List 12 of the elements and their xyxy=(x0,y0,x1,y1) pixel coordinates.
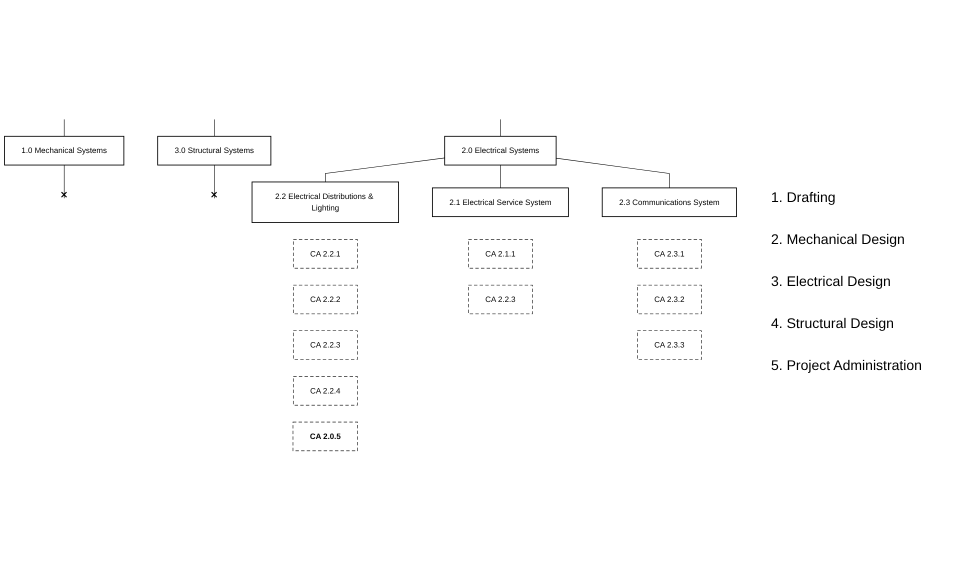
row-label: 3. Electrical Design xyxy=(771,273,892,289)
row-label: 1. Drafting xyxy=(771,189,837,205)
row-label: 4. Structural Design xyxy=(771,315,895,331)
connector-line xyxy=(214,118,215,136)
row-label: 2. Mechanical Design xyxy=(771,231,906,247)
connector-line xyxy=(500,164,501,188)
connector-line xyxy=(211,164,218,198)
connector-line xyxy=(60,164,68,198)
connector-line xyxy=(500,118,501,136)
connector-line xyxy=(556,158,670,188)
row-label: 5. Project Administration xyxy=(771,357,923,373)
connector-line xyxy=(325,158,445,182)
